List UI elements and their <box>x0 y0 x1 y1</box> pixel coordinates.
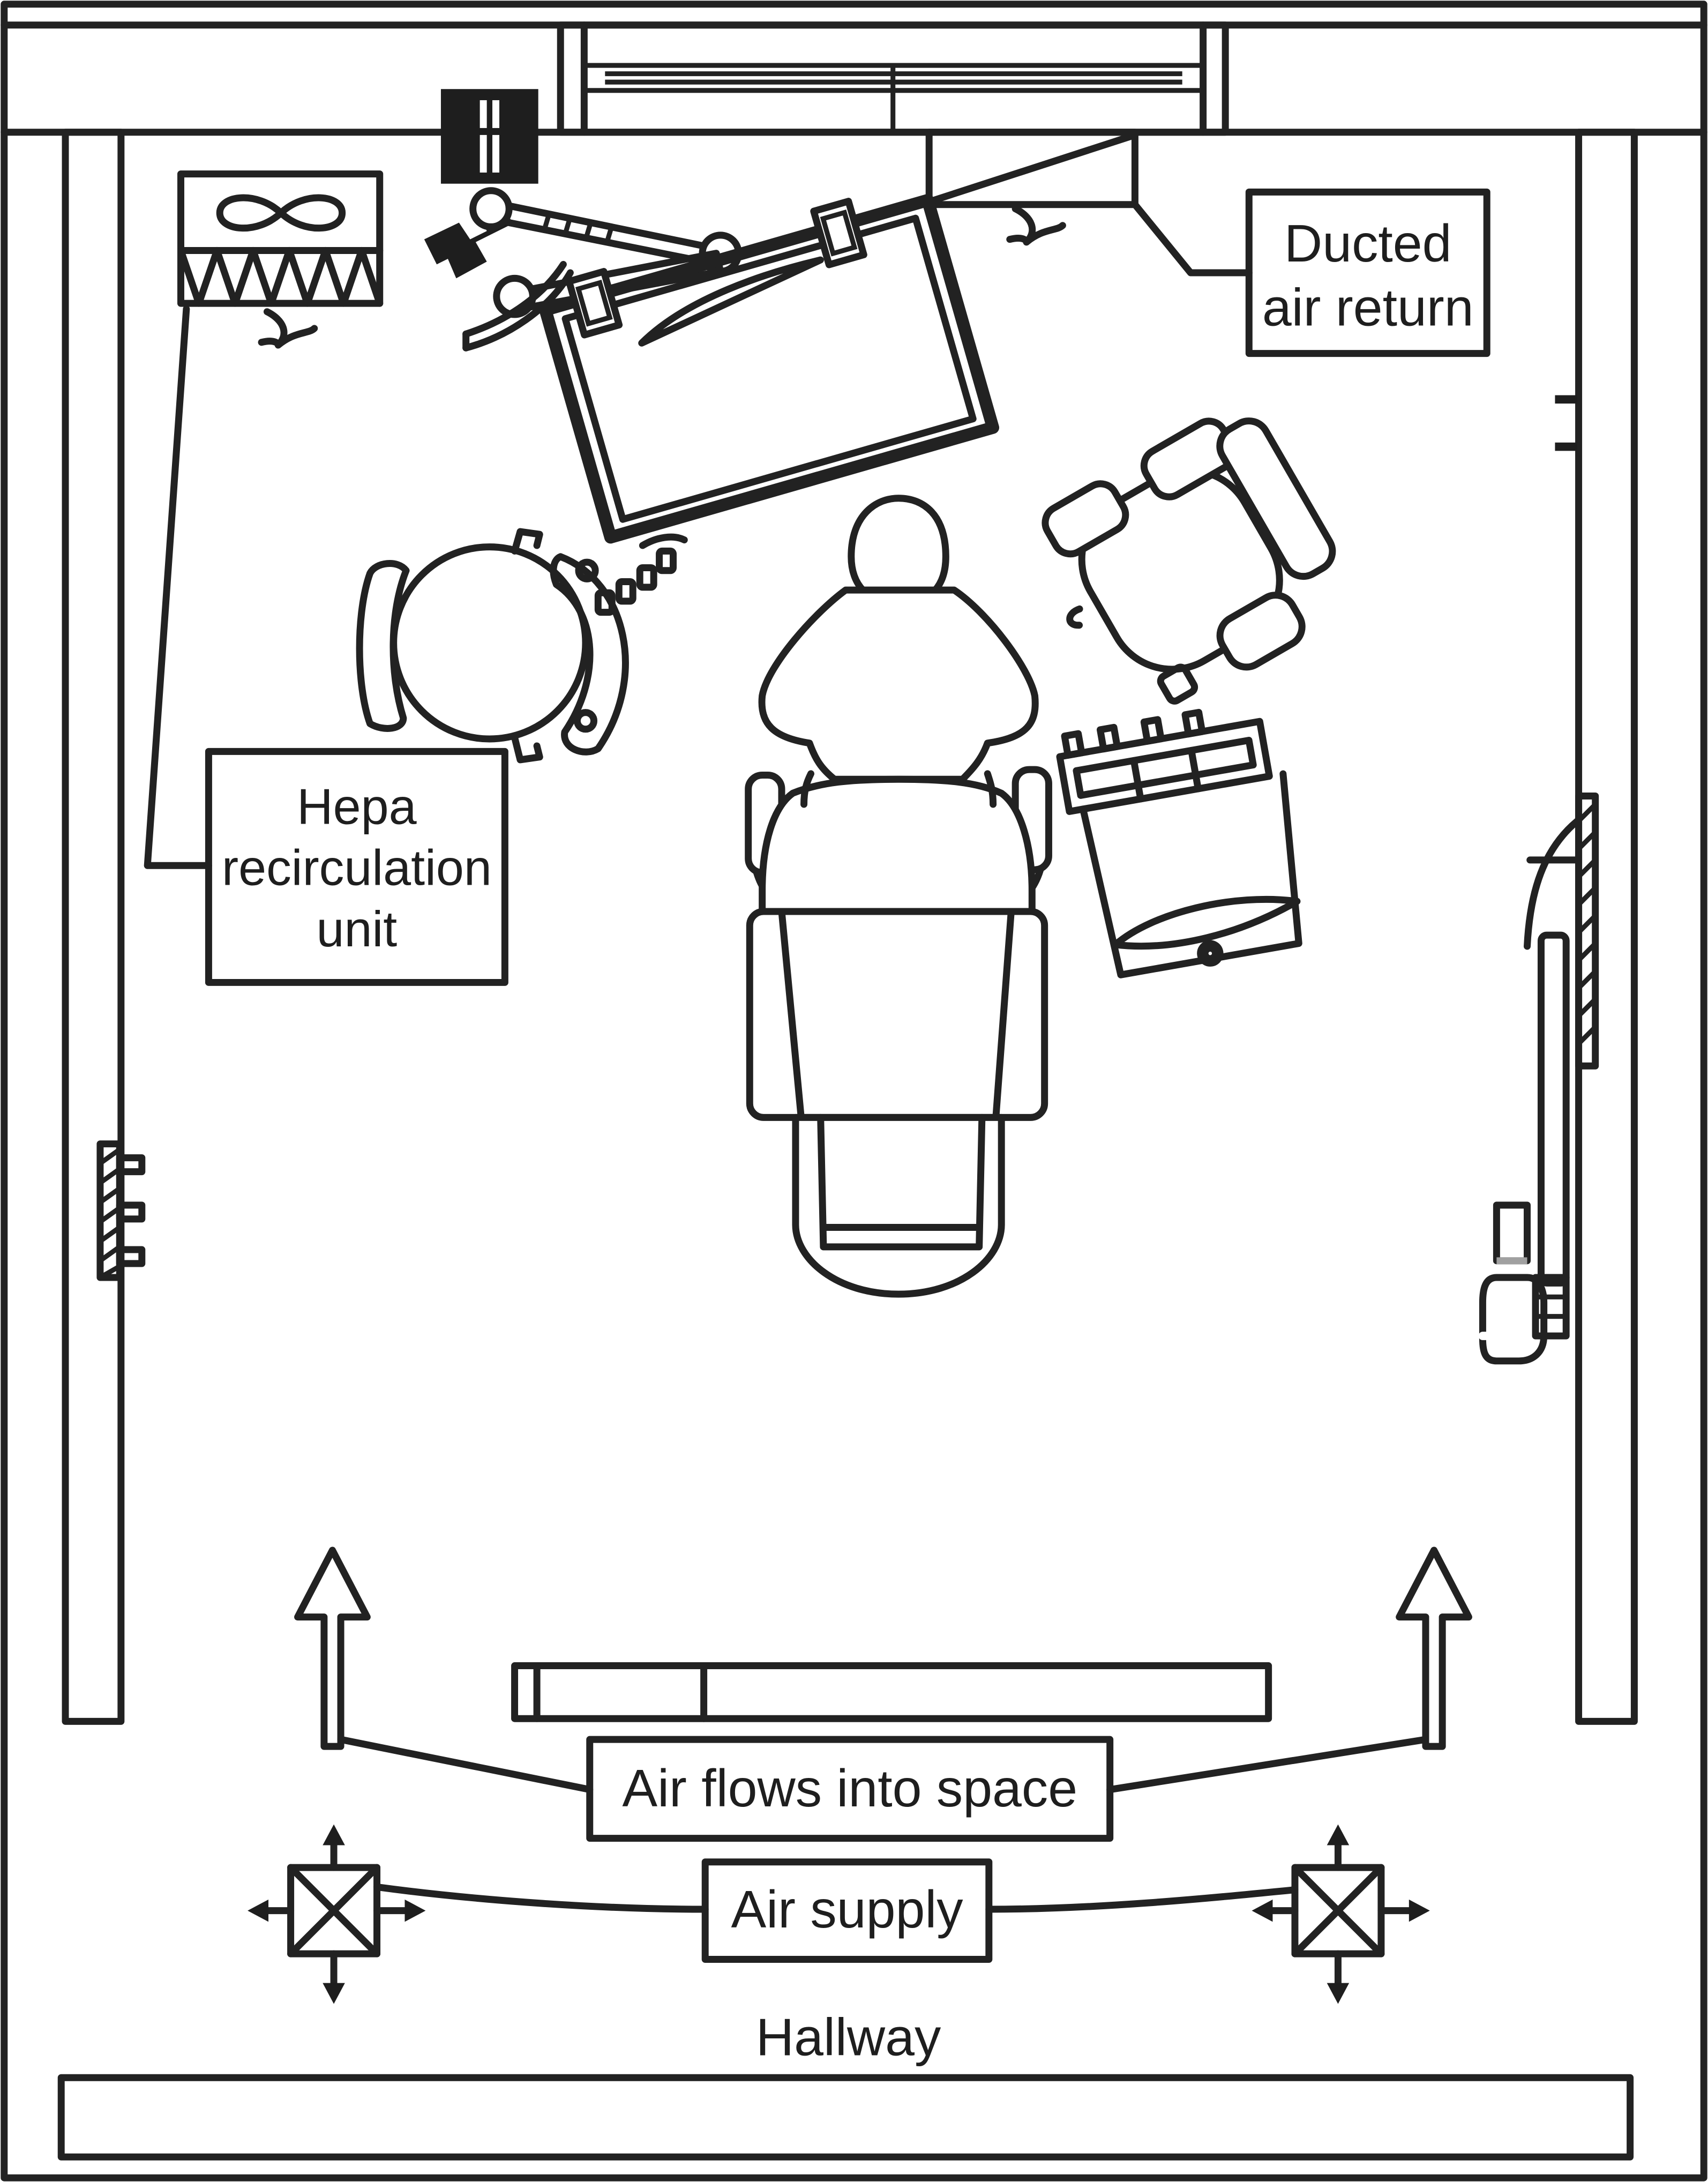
hallway-label: Hallway <box>756 2008 941 2067</box>
wall-switch-plate <box>440 89 538 184</box>
mobile-cabinet <box>1056 708 1302 978</box>
assistant-stool <box>1042 417 1336 705</box>
operator-stool <box>356 528 688 764</box>
air-flows-label: Air flows into space <box>622 1759 1077 1818</box>
left-wall-fixture <box>96 1140 146 1281</box>
hepa-label-line1: Hepa <box>297 778 416 834</box>
ducted-air-return-label-line2: air return <box>1262 278 1474 337</box>
airflow-icon <box>1006 205 1066 246</box>
hepa-label-line2: recirculation <box>222 840 492 896</box>
patient-chair <box>745 495 1052 1298</box>
hepa-recirculation-unit: Hepa recirculation unit <box>144 170 508 986</box>
air-supply-callout: Air supply <box>373 1858 1299 1963</box>
up-arrow-icon <box>294 1546 371 1750</box>
window <box>557 21 1229 136</box>
air-supply-label: Air supply <box>731 1880 963 1939</box>
up-arrow-icon <box>1396 1546 1472 1750</box>
ducted-air-return-label-line1: Ducted <box>1284 214 1452 273</box>
supply-diffuser-icon <box>248 1824 426 2004</box>
right-wall-fixtures <box>1478 395 1599 1365</box>
ducted-air-return: Ducted air return <box>925 129 1490 357</box>
air-flows-callout: Air flows into space <box>337 1736 1429 1842</box>
fan-icon <box>216 194 346 232</box>
airflow-icon <box>258 308 318 349</box>
hepa-label-line3: unit <box>317 901 398 957</box>
supply-diffuser-icon <box>1252 1824 1430 2004</box>
entry-counter <box>511 1662 1272 1722</box>
instrument-cart <box>539 193 1000 544</box>
